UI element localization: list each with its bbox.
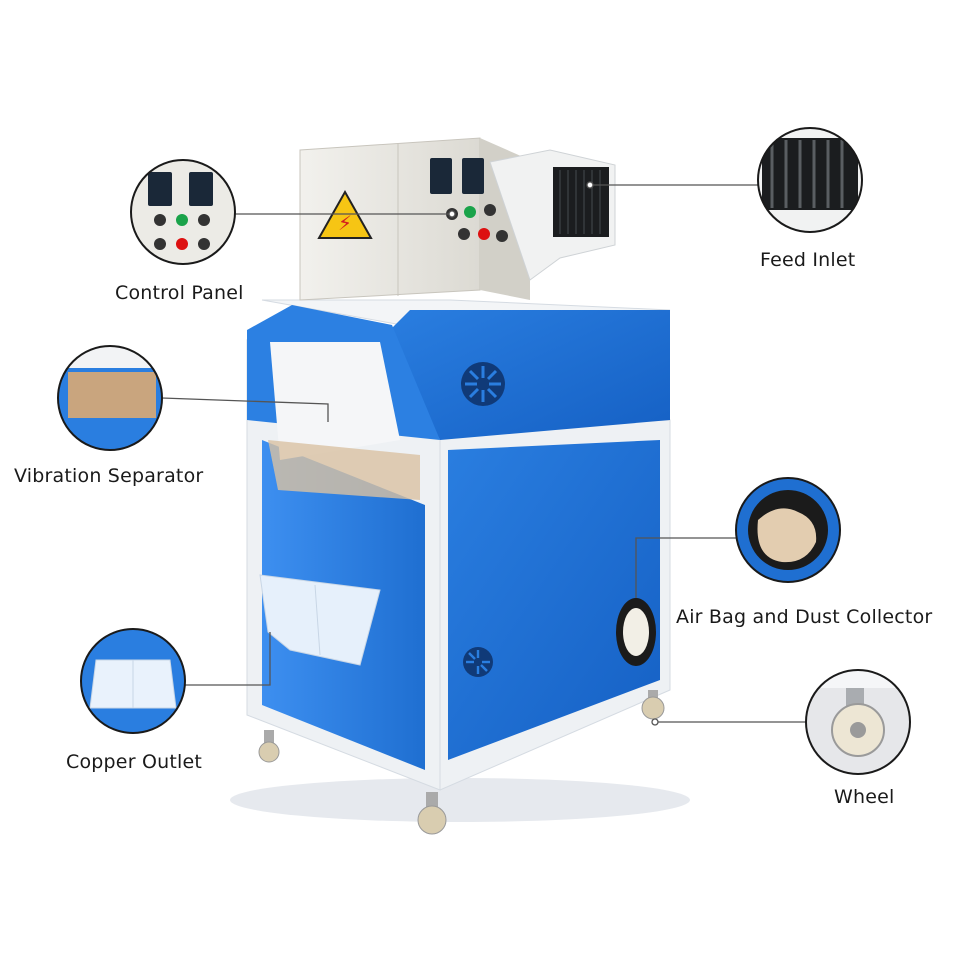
vibration-tray xyxy=(268,440,420,500)
start-button xyxy=(464,206,476,218)
callout-air-bag xyxy=(735,477,841,583)
callout-control-panel xyxy=(130,159,236,265)
feed-curtain-strips xyxy=(559,170,601,234)
label-control-panel: Control Panel xyxy=(115,282,244,304)
leader-vibration xyxy=(161,397,329,422)
callout-copper-outlet xyxy=(80,628,186,734)
floor-shadow xyxy=(230,778,690,822)
display-left xyxy=(430,158,452,194)
knob-3 xyxy=(458,228,470,240)
wheel-rear-right xyxy=(641,690,665,720)
upper-housing-front xyxy=(385,310,670,440)
leader-copper xyxy=(185,632,271,686)
knob-4 xyxy=(496,230,508,242)
label-vibration-separator: Vibration Separator xyxy=(14,465,204,487)
label-feed-inlet: Feed Inlet xyxy=(760,249,856,271)
dust-bag-visible xyxy=(623,608,649,656)
upper-white-band xyxy=(270,342,400,460)
leader-control-dot xyxy=(448,210,456,218)
leader-lines xyxy=(161,181,806,726)
callout-wheel xyxy=(805,669,911,775)
front-blue-panel xyxy=(448,440,660,760)
callout-vibration-separator xyxy=(57,345,163,451)
label-air-bag-dust-collector: Air Bag and Dust Collector xyxy=(676,606,933,628)
wheel-front-left xyxy=(258,730,280,763)
machine-body: ⚡ xyxy=(230,137,690,835)
leader-feed-dot xyxy=(586,181,594,189)
vent-grille-upper xyxy=(461,362,505,406)
stop-button xyxy=(478,228,490,240)
leader-wheel-dot xyxy=(651,718,659,726)
label-wheel: Wheel xyxy=(834,786,895,808)
warning-sign-icon: ⚡ xyxy=(317,189,373,239)
callout-feed-inlet xyxy=(757,127,863,233)
knob-2 xyxy=(484,204,496,216)
vent-grille-lower xyxy=(463,647,493,677)
copper-outlet-chute xyxy=(259,574,381,666)
wheel-front-center xyxy=(417,792,447,835)
label-copper-outlet: Copper Outlet xyxy=(66,751,203,773)
svg-text:⚡: ⚡ xyxy=(338,211,352,235)
chute-divider xyxy=(314,584,321,656)
leader-airbag xyxy=(635,537,736,598)
display-right xyxy=(462,158,484,194)
